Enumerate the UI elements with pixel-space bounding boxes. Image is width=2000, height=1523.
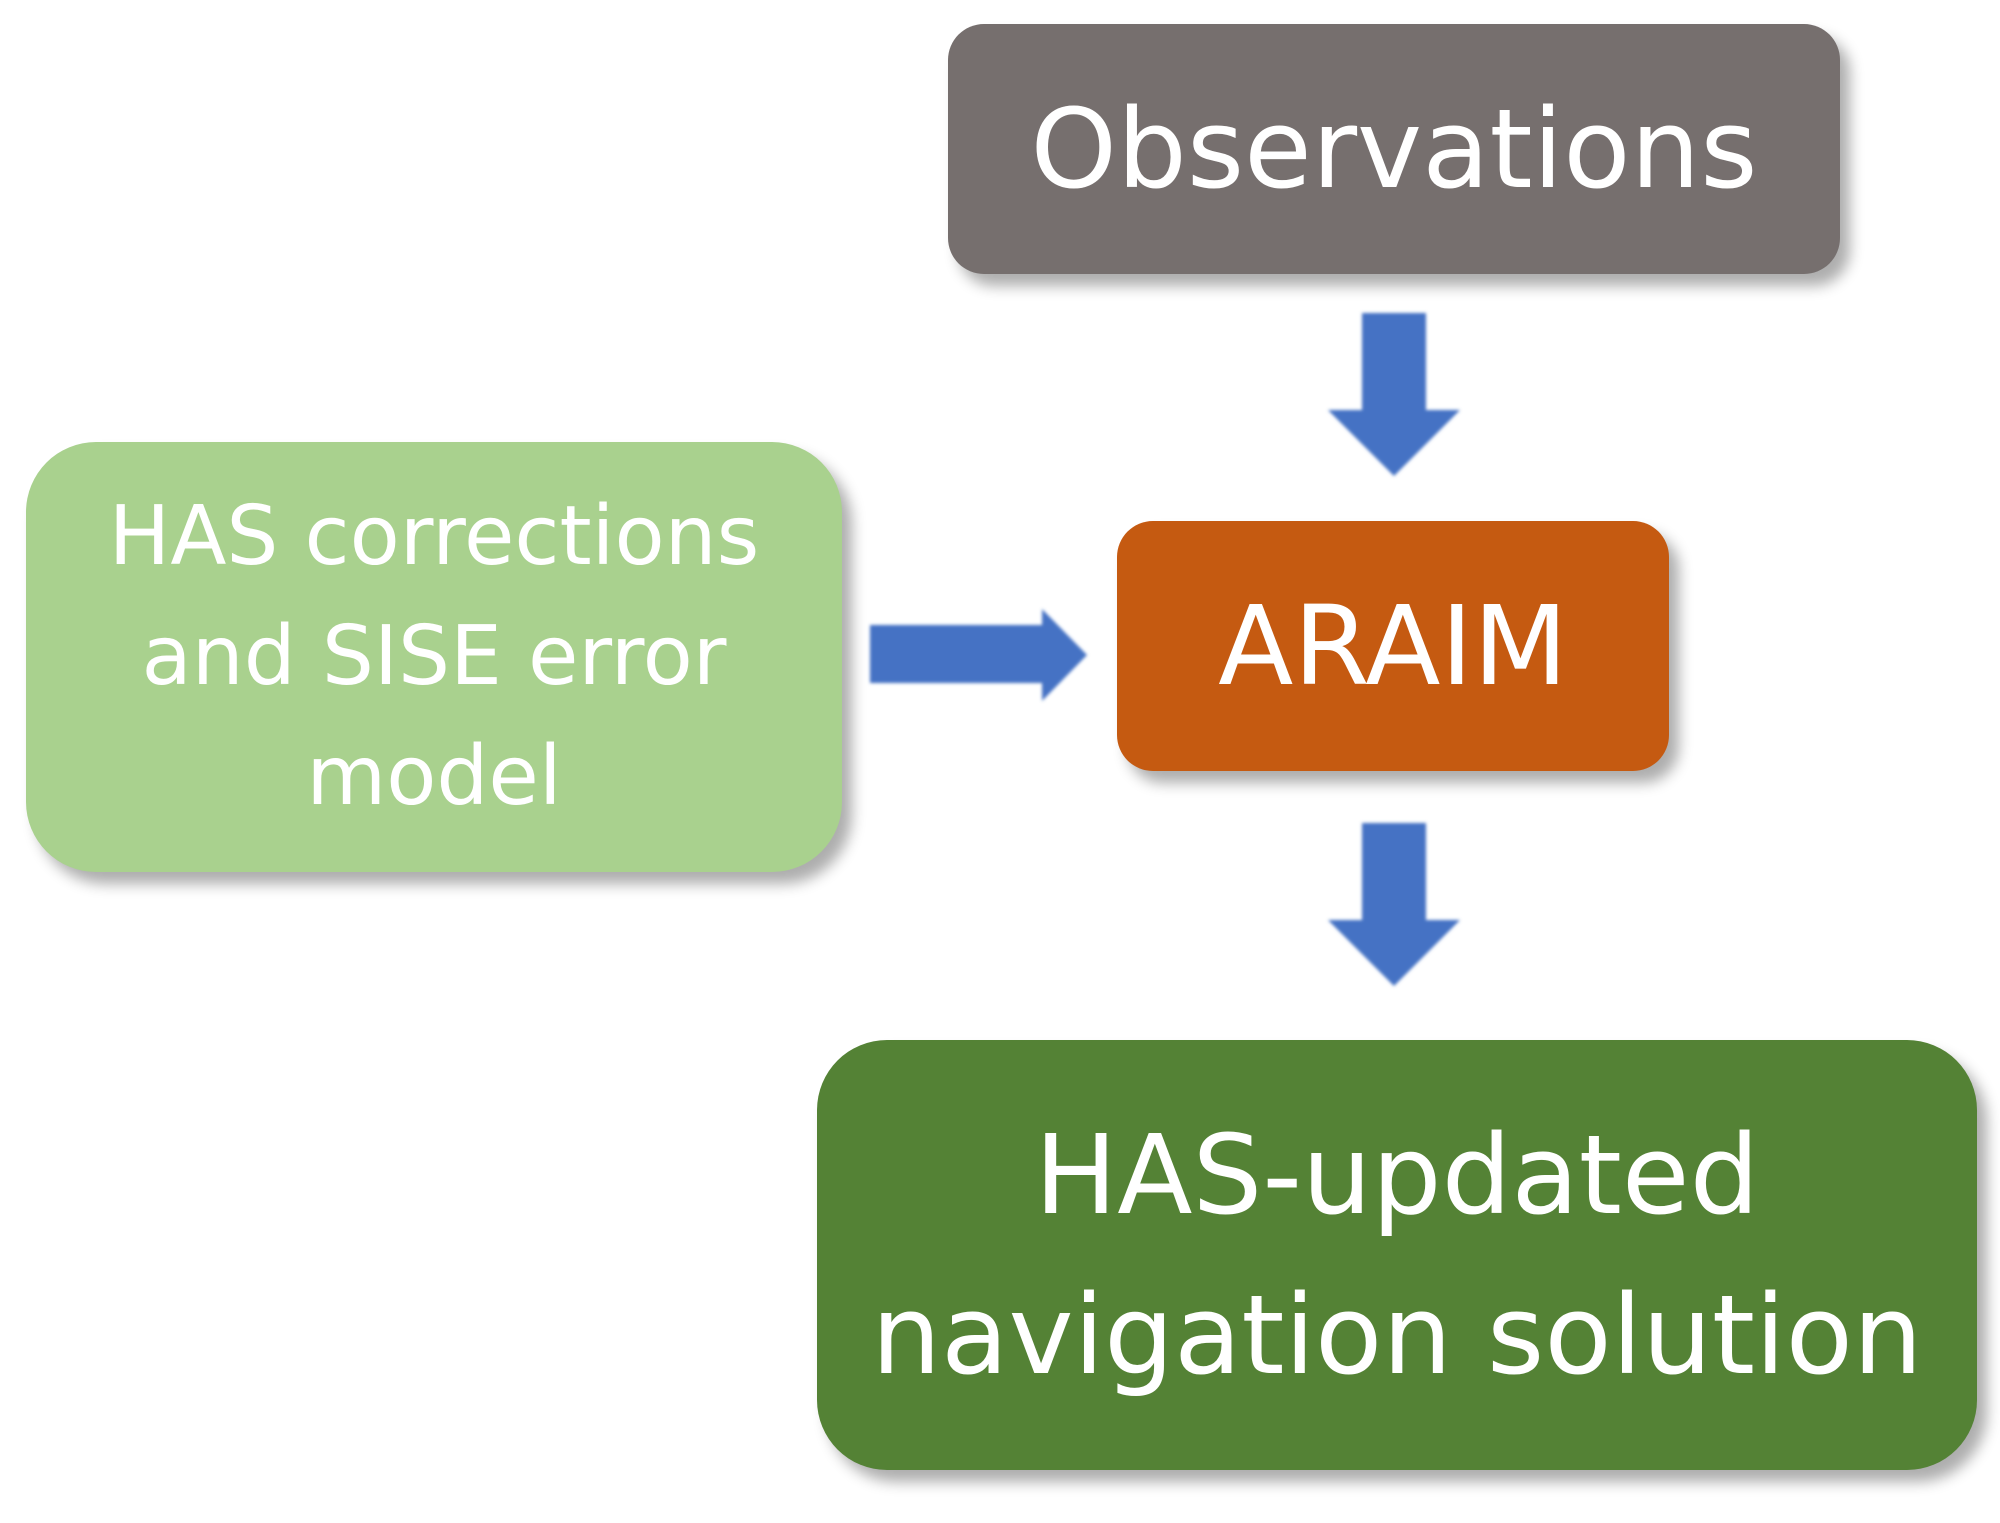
navigation-solution-node: HAS-updated navigation solution [817,1040,1977,1470]
araim-label: ARAIM [1218,582,1568,710]
observations-node: Observations [948,24,1840,274]
arrow-observations-to-araim [1328,313,1460,476]
has-corrections-line-1: HAS corrections [108,489,760,584]
has-corrections-line-2: and SISE error [141,609,727,704]
navigation-line-2: navigation solution [871,1271,1923,1399]
arrow-araim-to-navigation [1328,823,1460,986]
araim-node: ARAIM [1117,521,1669,771]
observations-label: Observations [1030,85,1758,213]
has-corrections-line-3: model [306,729,562,824]
arrow-has-to-araim [870,609,1087,701]
navigation-line-1: HAS-updated [1034,1111,1760,1239]
has-corrections-node: HAS corrections and SISE error model [26,442,842,872]
